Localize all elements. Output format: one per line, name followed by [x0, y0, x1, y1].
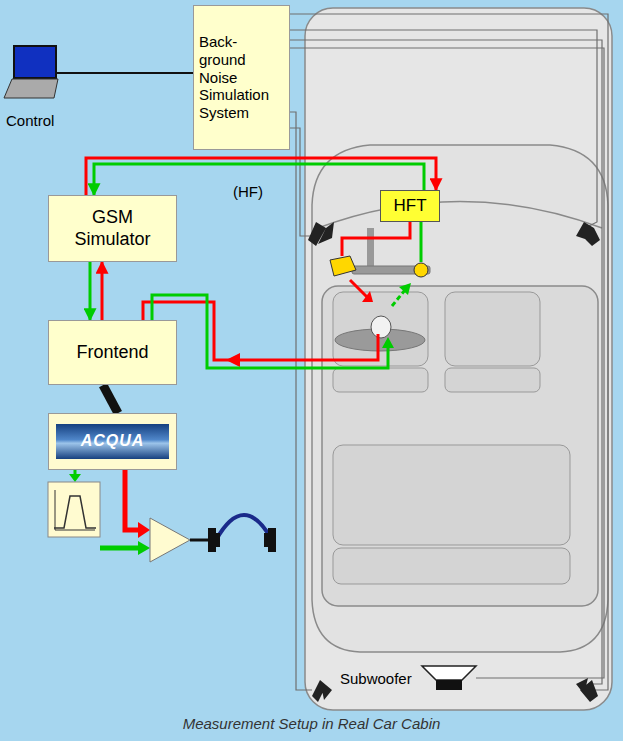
passenger-seat	[445, 292, 540, 366]
bandpass-symbol	[54, 496, 96, 528]
box-label: Back- ground Noise Simulation System	[199, 33, 284, 121]
amp-headphone-wire	[190, 539, 208, 542]
steering-column	[367, 228, 374, 268]
hft-box: HFT	[380, 190, 440, 222]
artificial-head	[371, 316, 391, 338]
acoustic-path	[350, 280, 368, 298]
laptop-screen	[14, 46, 56, 78]
box-label: HFT	[385, 196, 435, 216]
acqua-logo-box: ACQUA	[48, 413, 177, 470]
hft-speaker-wire	[342, 222, 410, 256]
arrowhead	[382, 337, 394, 348]
windshield-line	[318, 202, 602, 229]
headphones	[208, 515, 276, 552]
filter-axes	[55, 490, 95, 530]
hft-microphone	[414, 263, 428, 277]
receive-path	[143, 302, 378, 360]
driver-seat	[333, 292, 428, 366]
subwoofer-magnet	[436, 680, 462, 690]
control-label: Control	[6, 112, 54, 129]
gsm-simulator-box: GSM Simulator	[48, 195, 177, 262]
signal-connector	[101, 262, 104, 320]
arrowhead	[138, 541, 150, 555]
subwoofer-symbol	[422, 666, 476, 680]
driver-seat-back	[333, 368, 428, 392]
arrowhead	[226, 353, 240, 367]
filter-amp-wire	[100, 546, 140, 551]
logo-text: ACQUA	[56, 424, 169, 459]
control-cable	[56, 72, 193, 74]
rear-bench-back	[333, 548, 570, 584]
cabin	[322, 286, 598, 606]
box-label: Frontend	[55, 342, 170, 363]
frontend-box: Frontend	[48, 320, 177, 385]
noise-system-box: Back- ground Noise Simulation System	[193, 5, 290, 150]
send-path	[152, 295, 388, 368]
arrowhead	[362, 291, 373, 302]
acoustic-path	[392, 290, 405, 306]
hf-label: (HF)	[233, 183, 263, 200]
passenger-seat-back	[445, 368, 540, 392]
arrowhead	[69, 474, 81, 482]
filter-box	[48, 482, 100, 537]
signal-connector	[89, 262, 92, 320]
car-shell	[312, 145, 608, 652]
arrowhead	[399, 283, 411, 295]
arrowhead	[138, 522, 150, 538]
noise-wires	[290, 14, 608, 690]
laptop-keyboard	[4, 79, 58, 98]
rear-bench	[333, 445, 570, 545]
hft-loudspeaker	[330, 256, 356, 276]
acqua-amp-wire	[125, 470, 140, 530]
speaker-symbols	[308, 222, 600, 702]
signal-connector	[103, 385, 118, 413]
caption: Measurement Setup in Real Car Cabin	[0, 715, 623, 732]
hft-mic-wire	[420, 222, 423, 262]
subwoofer-label: Subwoofer	[340, 670, 412, 687]
box-label: GSM Simulator	[55, 207, 170, 249]
amplifier-symbol	[150, 518, 190, 562]
